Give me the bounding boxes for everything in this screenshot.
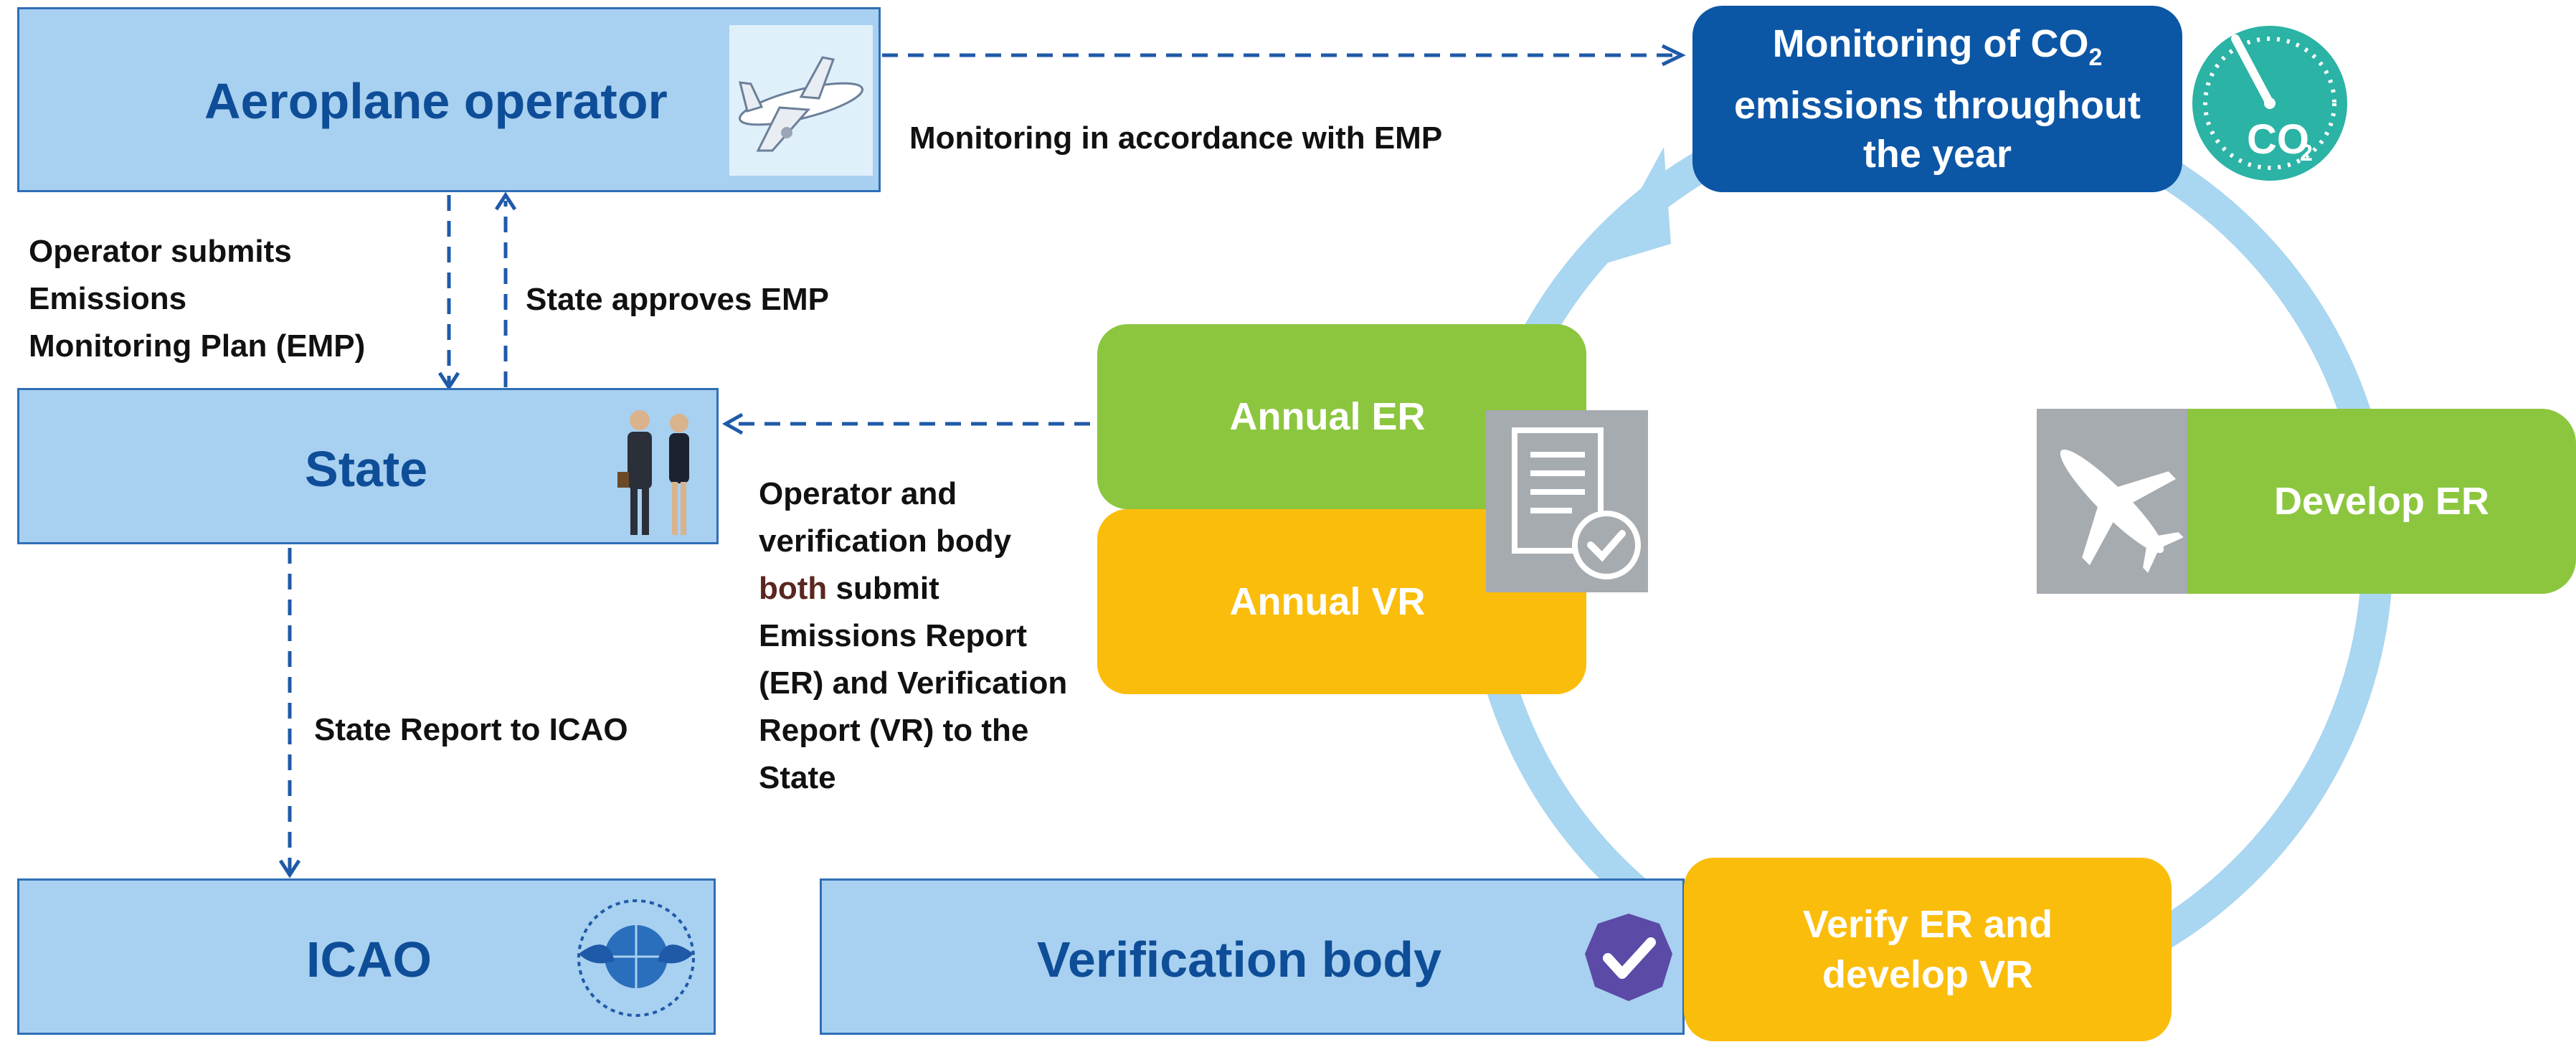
stage-monitoring: Monitoring of CO2 emissions throughout t… [1692,6,2182,192]
cycle-arrowhead [1599,147,1671,265]
arrowhead-operator-to-state [437,371,460,391]
label-submit-reports-line4: Emissions Report [759,618,1028,653]
label-state-report: State Report to ICAO [314,706,628,754]
co2-gauge-icon: CO 2 [2191,10,2349,189]
label-approves-emp-text: State approves EMP [526,282,830,317]
label-submit-emp-line1: Operator submits [29,234,292,269]
label-monitoring-emp-text: Monitoring in accordance with EMP [909,120,1443,156]
stage-monitoring-sub: 2 [2088,43,2103,71]
stage-annual-vr: Annual VR [1097,509,1586,694]
label-monitoring-emp: Monitoring in accordance with EMP [909,115,1442,162]
icao-box: ICAO [17,878,716,1035]
arrowhead-state-to-operator [494,191,517,211]
checkmark-badge-icon [1582,911,1675,1004]
state-title: State [305,441,428,497]
arrowhead-state-to-icao [278,859,301,878]
stage-develop-er-text: Develop ER [2273,480,2490,523]
stage-monitoring-line1: Monitoring of CO2 [1773,19,2103,82]
stage-annual-vr-text: Annual VR [1229,580,1426,623]
label-submit-reports-line3: both submit [759,565,1067,612]
co2-gauge-sub: 2 [2300,140,2313,166]
icao-logo-icon [564,889,708,1030]
state-box: State [17,388,719,544]
label-submit-word: submit [827,571,939,606]
airplane-photo-icon [729,25,873,176]
stage-develop-er: Develop ER [2187,409,2576,594]
stage-verify: Verify ER and develop VR [1684,858,2172,1041]
label-submit-reports-line6: Report (VR) to the [759,713,1029,748]
arrowhead-operator-to-monitoring [1661,44,1686,67]
develop-er-icon [2037,409,2187,594]
stage-verify-line2: develop VR [1822,953,2034,996]
co2-gauge-text: CO [2247,116,2309,163]
label-both-highlight: both [759,571,828,606]
label-state-report-text: State Report to ICAO [314,712,628,747]
operator-box: Aeroplane operator [17,7,881,192]
label-submit-reports-line1: Operator and [759,476,957,511]
label-submit-reports-line7: State [759,760,836,795]
label-submit-reports: Operator and verification body both subm… [759,470,1067,802]
arrowhead-reports-to-state [721,412,744,435]
label-approves-emp: State approves EMP [526,276,829,323]
label-submit-reports-line2: verification body [759,524,1012,559]
stage-monitoring-line3: the year [1862,133,2012,176]
stage-annual-er-text: Annual ER [1229,395,1426,438]
report-document-icon [1486,410,1648,592]
label-submit-emp-line3: Monitoring Plan (EMP) [29,328,366,364]
verification-body-box: Verification body [820,878,1685,1035]
label-submit-reports-line5: (ER) and Verification [759,665,1068,701]
icao-title: ICAO [306,932,432,987]
label-submit-emp-line2: Emissions [29,281,187,316]
stage-monitoring-line2: emissions throughout [1734,84,2141,128]
officials-icon [600,397,722,541]
verification-body-title: Verification body [1037,932,1441,987]
label-submit-emp: Operator submits Emissions Monitoring Pl… [29,228,365,370]
stage-verify-line1: Verify ER and [1802,903,2053,946]
stage-monitoring-co: Monitoring of CO [1772,22,2089,65]
operator-title: Aeroplane operator [204,73,668,129]
